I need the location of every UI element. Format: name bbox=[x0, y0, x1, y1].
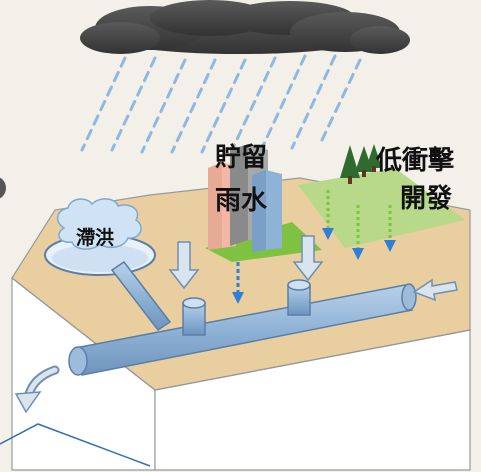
low-impact-green-area bbox=[298, 168, 465, 248]
low-impact-development-label-line1: 低衝擊 bbox=[376, 146, 455, 176]
storm-cloud-icon bbox=[80, 0, 410, 54]
recharge-arrowhead bbox=[232, 292, 244, 304]
runoff-arrow-left-icon bbox=[168, 241, 200, 290]
tree-icon bbox=[340, 144, 382, 184]
rainwater-storage-label-line1: 貯留 bbox=[215, 143, 268, 173]
detention-label-bubble bbox=[56, 198, 142, 250]
inlet-pipe-right bbox=[287, 279, 311, 316]
inlet-pipe-left bbox=[182, 297, 206, 336]
infiltration-arrows bbox=[326, 190, 392, 248]
runoff-arrow-right-icon bbox=[292, 235, 324, 282]
rainwater-storage-label-line2: 雨水 bbox=[215, 186, 268, 216]
low-impact-development-label-line2: 開發 bbox=[400, 184, 453, 214]
infiltration-arrowheads bbox=[322, 228, 396, 260]
pond-drain-pipe bbox=[110, 260, 172, 332]
inflow-arrow-icon bbox=[412, 278, 458, 302]
detention-label: 滯洪 bbox=[76, 227, 115, 249]
callout-outline bbox=[0, 423, 151, 467]
building-icon bbox=[208, 144, 282, 252]
rain-icon bbox=[80, 54, 362, 154]
outflow-arrow-icon bbox=[14, 365, 60, 414]
edge-marker bbox=[0, 177, 6, 199]
